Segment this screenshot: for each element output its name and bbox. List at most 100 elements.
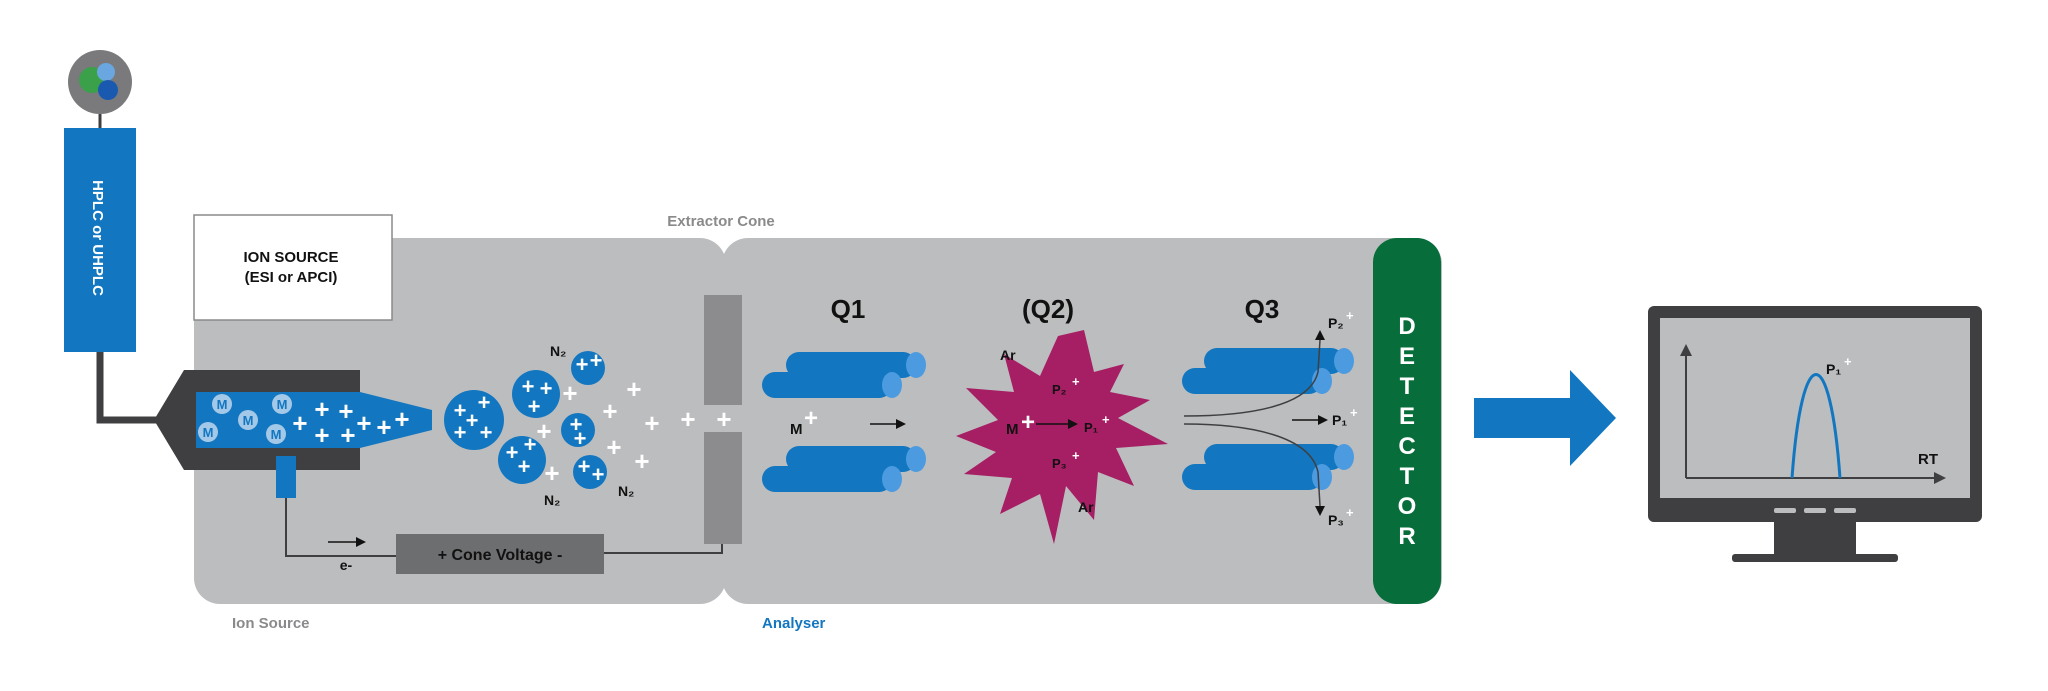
svg-text:+: + [644, 408, 659, 438]
q2-molecule: M [1006, 421, 1019, 438]
q1-rods [762, 352, 926, 492]
svg-text:+: + [602, 396, 617, 426]
svg-text:E: E [1399, 343, 1415, 370]
ion-source-section-label: Ion Source [232, 615, 310, 632]
svg-text:+: + [376, 412, 391, 442]
svg-text:M: M [243, 413, 254, 428]
svg-text:C: C [1398, 433, 1415, 460]
ion-source-box-line2: (ESI or APCI) [245, 269, 338, 286]
svg-text:+: + [480, 420, 493, 445]
electron-label: e- [340, 557, 353, 573]
argon-label-bottom: Ar [1078, 499, 1094, 515]
svg-text:+: + [592, 462, 605, 487]
svg-text:+: + [506, 440, 519, 465]
detector-letters: D E T E C T O R [1398, 313, 1417, 550]
q3-label: Q3 [1245, 294, 1280, 324]
svg-text:+: + [518, 454, 531, 479]
q3-p3: P₃ [1328, 512, 1344, 528]
q1-charge: + [804, 405, 818, 432]
svg-text:N₂: N₂ [618, 483, 634, 499]
svg-text:+: + [576, 352, 589, 377]
sample-vial [68, 50, 132, 114]
svg-text:+: + [454, 398, 467, 423]
svg-text:+: + [606, 432, 621, 462]
q1-molecule: M [790, 421, 803, 438]
q3-trajectories [1183, 339, 1321, 507]
svg-text:N₂: N₂ [550, 343, 566, 359]
svg-text:E: E [1399, 403, 1415, 430]
q3-p1: P₁ [1332, 412, 1347, 428]
collision-burst [956, 330, 1168, 544]
q3-p2: P₂ [1328, 315, 1344, 331]
probe-molecules: M M M M M [198, 394, 292, 444]
monitor-x-axis-label: RT [1918, 451, 1938, 468]
extractor-cone-upper [704, 295, 742, 405]
cone-voltage-label: + Cone Voltage - [438, 547, 563, 564]
svg-text:+: + [562, 378, 577, 408]
q2-p2-charge: + [1072, 374, 1080, 389]
q3-rods [1182, 348, 1354, 490]
svg-text:+: + [540, 376, 553, 401]
q2-p1: P₁ [1084, 420, 1098, 435]
ion-source-box-line1: ION SOURCE [243, 249, 338, 266]
extractor-cone-label: Extractor Cone [667, 213, 775, 230]
svg-text:+: + [716, 404, 731, 434]
q1-label: Q1 [831, 294, 866, 324]
extractor-cone-lower [704, 432, 742, 544]
probe-charges: + + + + + + + + [292, 394, 409, 450]
q3-p3-charge: + [1346, 505, 1354, 520]
q3-arrow-up [1315, 330, 1325, 340]
svg-text:+: + [478, 390, 491, 415]
droplet-charges: + + + + + + + + + + + + + + + + + [454, 348, 605, 487]
svg-text:T: T [1400, 463, 1415, 490]
svg-text:+: + [340, 420, 355, 450]
hplc-tube [96, 352, 160, 424]
ion-source-box [193, 214, 393, 321]
svg-text:M: M [217, 397, 228, 412]
svg-text:T: T [1400, 373, 1415, 400]
q1-arrow [870, 419, 906, 429]
q2-p1-charge: + [1102, 412, 1110, 427]
q3-p2-charge: + [1346, 308, 1354, 323]
svg-text:+: + [578, 454, 591, 479]
svg-text:+: + [338, 396, 353, 426]
circuit-wire-left [285, 498, 396, 557]
svg-text:M: M [271, 427, 282, 442]
q3-arrow-down [1315, 506, 1325, 516]
hplc-column [64, 128, 136, 352]
monitor-peak-charge: + [1844, 354, 1852, 369]
q2-p3-charge: + [1072, 448, 1080, 463]
chromatogram-peak [1790, 373, 1842, 479]
svg-text:+: + [466, 408, 479, 433]
q2-label: (Q2) [1022, 294, 1074, 324]
monitor [1648, 306, 1982, 562]
svg-text:+: + [522, 374, 535, 399]
svg-text:R: R [1398, 523, 1415, 550]
svg-text:D: D [1398, 313, 1415, 340]
svg-text:M: M [203, 425, 214, 440]
q3-p1-charge: + [1350, 405, 1358, 420]
svg-text:+: + [680, 404, 695, 434]
analyser-section-label: Analyser [762, 615, 826, 632]
svg-text:N₂: N₂ [544, 492, 560, 508]
svg-text:+: + [394, 404, 409, 434]
svg-text:+: + [356, 408, 371, 438]
svg-text:+: + [314, 420, 329, 450]
free-ions: + + + + + + + + + + [536, 374, 731, 488]
q2-charge: + [1021, 409, 1035, 436]
svg-text:+: + [528, 394, 541, 419]
electron-arrow [328, 537, 366, 547]
hplc-label: HPLC or UHPLC [89, 180, 106, 296]
svg-text:+: + [524, 432, 537, 457]
q2-p2: P₂ [1052, 382, 1067, 397]
monitor-peak-label: P₁ [1826, 361, 1841, 377]
cone-voltage-box [396, 534, 604, 574]
svg-text:+: + [626, 374, 641, 404]
esi-probe [154, 370, 432, 498]
circuit-wire-right [604, 544, 723, 554]
svg-text:+: + [536, 416, 551, 446]
svg-text:+: + [454, 420, 467, 445]
svg-text:O: O [1398, 493, 1417, 520]
q3-arrow-right [1292, 415, 1328, 425]
